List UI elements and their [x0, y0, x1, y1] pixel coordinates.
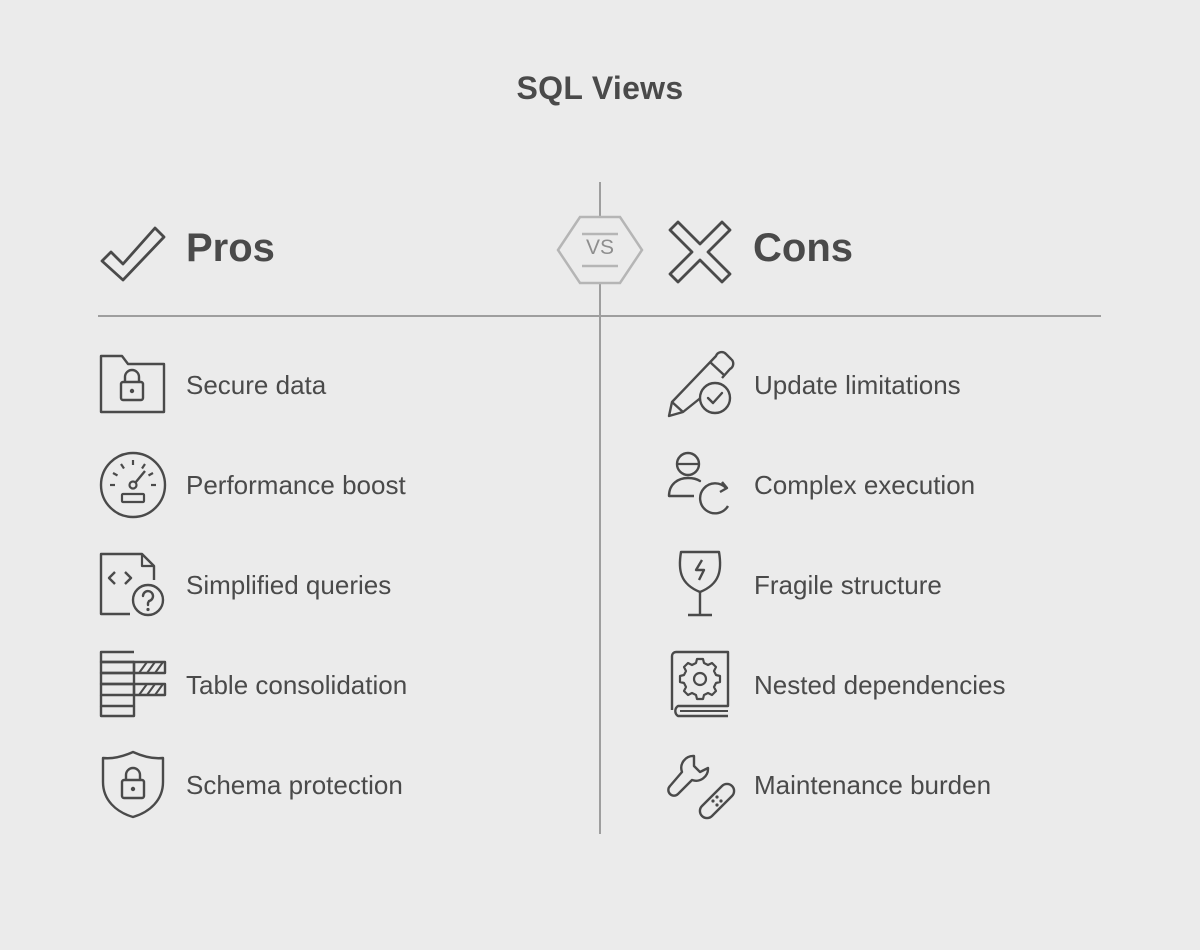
pros-item-label: Performance boost [186, 470, 406, 500]
pros-item-label: Table consolidation [186, 670, 408, 700]
cons-item-fragile-structure: Fragile structure [666, 550, 1106, 620]
checkmark-icon [100, 226, 166, 282]
speedometer-icon [99, 451, 167, 519]
cons-item-complex-execution: Complex execution [666, 450, 1106, 520]
pros-item-simplified-queries: Simplified queries [98, 550, 538, 620]
user-refresh-icon [667, 451, 730, 515]
cons-heading: Cons [753, 226, 853, 270]
cons-item-label: Update limitations [754, 370, 961, 400]
cons-item-label: Nested dependencies [754, 670, 1006, 700]
shield-lock-icon [101, 750, 165, 819]
cross-icon [668, 220, 732, 284]
pros-item-label: Simplified queries [186, 570, 392, 600]
cons-item-nested-dependencies: Nested dependencies [666, 650, 1106, 720]
vs-label: VS [585, 236, 614, 259]
page-title: SQL Views [516, 70, 684, 106]
stacked-tables-icon [99, 650, 167, 718]
code-question-file-icon [99, 552, 165, 617]
pros-item-secure-data: Secure data [98, 350, 538, 420]
cons-item-update-limitations: Update limitations [666, 350, 1106, 420]
vs-badge [556, 215, 644, 285]
pros-heading: Pros [186, 226, 275, 270]
gear-book-icon [670, 650, 730, 718]
pros-item-label: Schema protection [186, 770, 403, 800]
cons-item-maintenance-burden: Maintenance burden [666, 750, 1106, 820]
cons-item-label: Complex execution [754, 470, 976, 500]
pros-item-table-consolidation: Table consolidation [98, 650, 538, 720]
pros-item-label: Secure data [186, 370, 327, 400]
pros-item-performance-boost: Performance boost [98, 450, 538, 520]
cons-item-label: Maintenance burden [754, 770, 992, 800]
pros-item-schema-protection: Schema protection [98, 750, 538, 820]
vertical-divider [599, 182, 601, 834]
locked-folder-icon [99, 354, 166, 414]
pencil-check-icon [667, 350, 735, 418]
cons-item-label: Fragile structure [754, 570, 942, 600]
wrench-bandage-icon [667, 754, 736, 820]
fragile-glass-icon [678, 550, 722, 617]
